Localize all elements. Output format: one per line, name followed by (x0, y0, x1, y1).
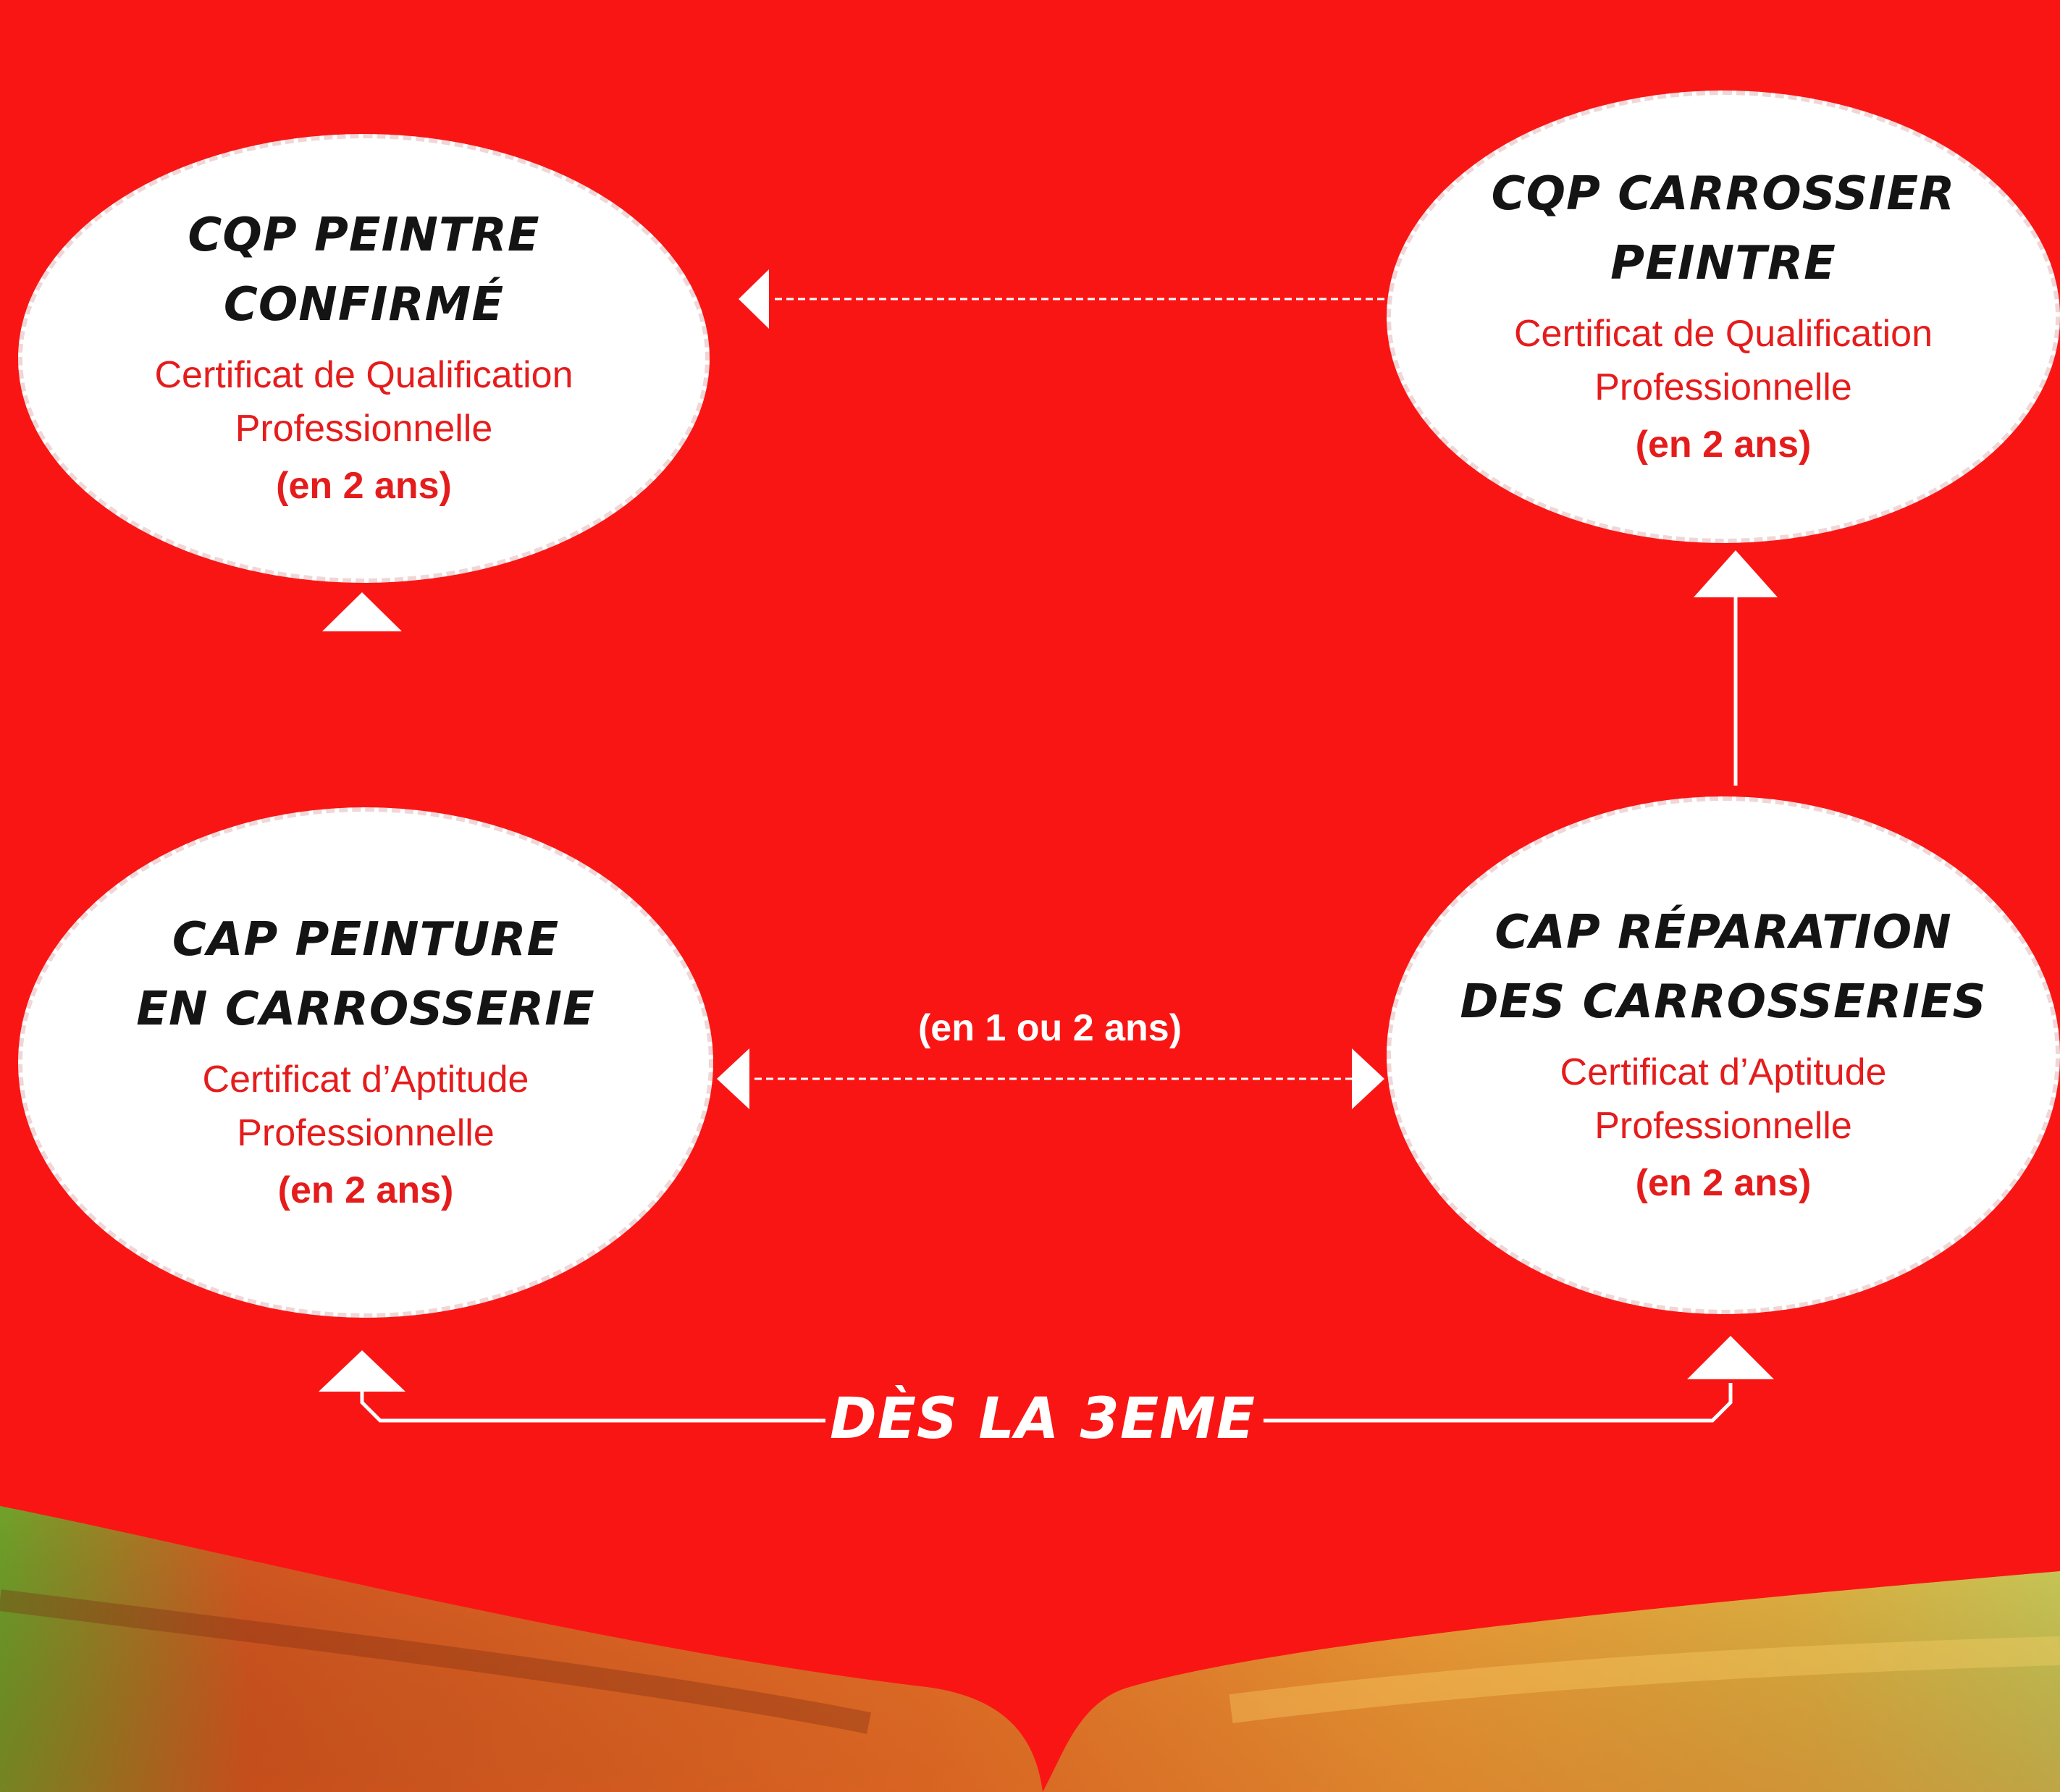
node-title: CAP RÉPARATION DES CARROSSERIES (1460, 905, 1987, 1029)
node-duration: (en 2 ans) (1635, 1161, 1812, 1204)
start-connector-left (360, 1383, 825, 1423)
arrow-left-icon (739, 269, 769, 329)
node-subtitle: Certificat d’Aptitude Professionnelle (202, 1058, 529, 1154)
node-duration: (en 2 ans) (276, 465, 452, 507)
node-subtitle: Certificat de Qualification Professionne… (1513, 312, 1933, 408)
arrow-up-icon (1687, 1336, 1774, 1379)
arrow-right-icon (1352, 1048, 1384, 1109)
node-cap-peinture-en-carrosserie: CAP PEINTURE EN CARROSSERIE Certificat d… (18, 807, 713, 1318)
node-duration: (en 2 ans) (277, 1169, 454, 1211)
arrow-left-icon (717, 1048, 749, 1109)
node-subtitle: Certificat d’Aptitude Professionnelle (1560, 1051, 1887, 1147)
arrow-up-icon (319, 1350, 405, 1392)
node-cap-reparation-des-carrosseries: CAP RÉPARATION DES CARROSSERIES Certific… (1387, 796, 2060, 1314)
node-title: CQP PEINTRE CONFIRMÉ (188, 209, 540, 332)
node-title: CQP CARROSSIER PEINTRE (1491, 167, 1956, 290)
node-cqp-peintre-confirme: CQP PEINTRE CONFIRMÉ Certificat de Quali… (18, 134, 710, 583)
connector-label: (en 1 ou 2 ans) (917, 1007, 1182, 1049)
node-subtitle: Certificat de Qualification Professionne… (154, 354, 573, 450)
arrow-up-icon (1694, 550, 1778, 597)
node-cqp-carrossier-peintre: CQP CARROSSIER PEINTRE Certificat de Qua… (1387, 91, 2060, 543)
start-connector-right (1264, 1383, 1733, 1423)
start-label: DÈS LA 3EME (829, 1387, 1256, 1452)
node-duration: (en 2 ans) (1635, 423, 1812, 466)
node-title: CAP PEINTURE EN CARROSSERIE (136, 912, 595, 1036)
connectors (319, 269, 1778, 1423)
arrow-up-icon (322, 592, 402, 631)
